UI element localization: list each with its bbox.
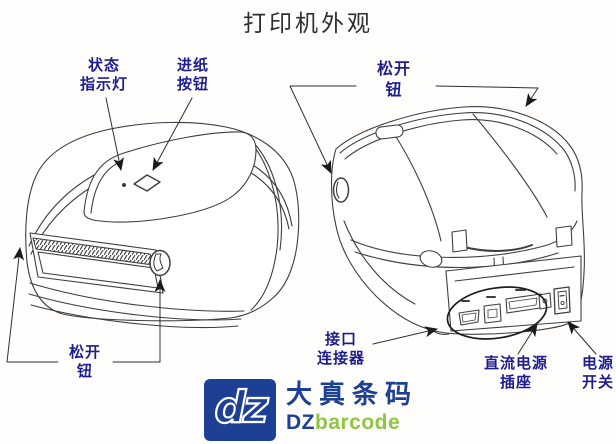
usb-port [483, 303, 502, 324]
release-top-right-leader [435, 85, 539, 107]
status-light [122, 183, 126, 187]
feed-button-leader [152, 97, 193, 171]
dz-logo: dz 大真条码 DZbarcode [204, 379, 418, 443]
serial-port [458, 309, 480, 326]
label-feed-button: 进纸 按钮 [176, 57, 210, 93]
dz-logo-mark: dz [204, 379, 276, 441]
logo-name-cn: 大真条码 [286, 379, 419, 409]
release-bottom-right-leader [112, 279, 166, 363]
release-top-left-leader [289, 85, 357, 174]
feed-button [133, 174, 161, 192]
rear-side-release-button [332, 177, 350, 203]
power-switch-leader [567, 321, 597, 355]
label-status-light: 状态 指示灯 [79, 57, 129, 93]
label-release-button-top: 松开 钮 [376, 61, 412, 99]
label-dc-power-socket: 直流电源 插座 [483, 355, 549, 391]
page-title: 打印机外观 [243, 11, 373, 36]
lid-latch-window [375, 124, 404, 140]
release-bottom-left-leader [6, 247, 59, 363]
printer-rear-view-drawing [331, 106, 585, 340]
label-release-button-bottom: 松开 钮 [68, 344, 102, 380]
interface-leader [372, 326, 438, 345]
status-light-leader [105, 97, 124, 171]
platen-roller [463, 244, 533, 252]
printer-front-view-drawing [25, 121, 300, 329]
dc-power-leader [517, 323, 538, 355]
label-interface-connector: 接口 连接器 [316, 331, 366, 367]
label-power-switch: 电源 开关 [581, 355, 615, 391]
callout-arrows [6, 85, 597, 363]
connector-highlight-oval [446, 286, 548, 340]
logo-name-en: DZbarcode [286, 411, 401, 434]
